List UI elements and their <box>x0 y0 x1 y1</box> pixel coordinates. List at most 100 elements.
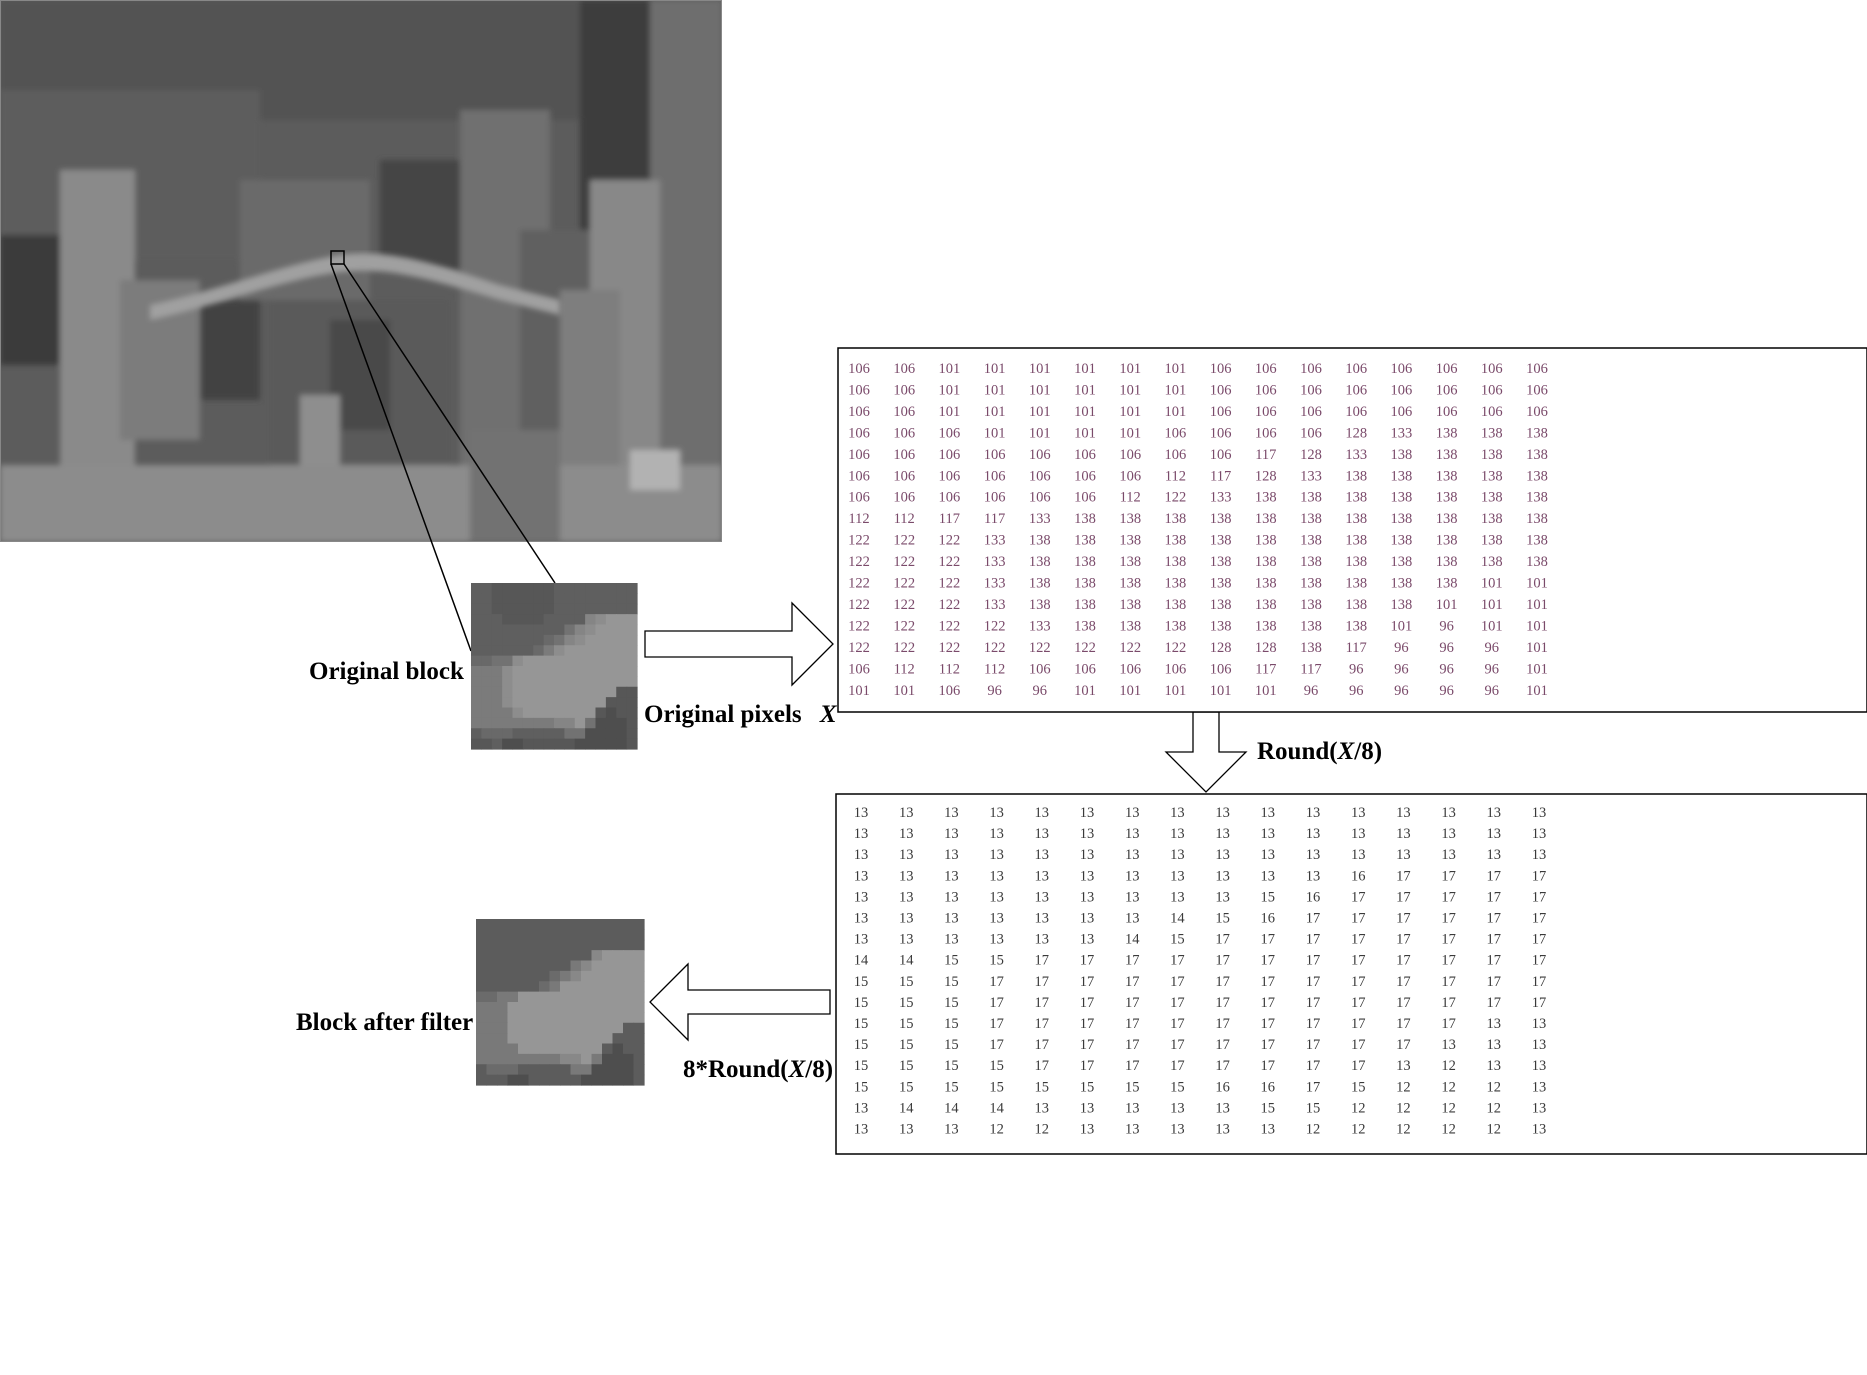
arrow-right <box>644 601 834 687</box>
filtered-block-pixel <box>528 960 540 972</box>
filtered-block-pixel <box>570 960 582 972</box>
original-block-pixel <box>554 728 565 740</box>
filtered-block-pixel <box>560 1033 572 1045</box>
original-pixel-cell: 138 <box>1165 511 1187 527</box>
original-pixel-cell: 106 <box>1165 661 1187 677</box>
rounded-value-cell: 15 <box>1306 1100 1321 1116</box>
filtered-block-pixel <box>507 939 519 951</box>
original-block-pixel <box>595 603 607 615</box>
original-pixel-cell: 122 <box>893 640 915 656</box>
filtered-block-pixel <box>591 919 603 930</box>
rounded-value-cell: 13 <box>1215 868 1230 884</box>
original-block-pixel <box>616 707 628 719</box>
filtered-block-pixel <box>486 929 498 941</box>
original-block-pixel <box>574 676 586 688</box>
original-pixel-cell: 106 <box>939 425 961 441</box>
rounded-value-cell: 17 <box>1080 1016 1095 1032</box>
original-pixel-cell: 138 <box>1119 554 1141 570</box>
original-block-pixel <box>595 707 607 719</box>
filtered-block-pixel <box>591 1002 603 1013</box>
rounded-value-cell: 13 <box>1080 805 1095 821</box>
original-pixel-cell: 101 <box>1481 618 1503 634</box>
original-pixel-cell: 138 <box>1436 490 1458 506</box>
original-pixel-cell: 138 <box>1345 576 1367 592</box>
original-pixel-cell: 106 <box>848 361 870 377</box>
filtered-block-pixel <box>602 1012 614 1024</box>
original-block-pixel <box>471 655 482 667</box>
original-block-pixel <box>543 728 555 740</box>
original-block-pixel <box>533 634 545 646</box>
filtered-block-pixel <box>507 981 519 993</box>
original-pixel-cell: 138 <box>1165 618 1187 634</box>
original-pixel-cell: 101 <box>1074 404 1096 420</box>
original-block-pixel <box>574 697 586 709</box>
filtered-block-pixel <box>507 991 519 1003</box>
original-pixel-cell: 122 <box>848 576 870 592</box>
original-pixel-cell: 133 <box>1391 425 1413 441</box>
original-block-pixel <box>605 634 617 646</box>
rounded-value-cell: 15 <box>1261 1100 1276 1116</box>
original-pixel-cell: 117 <box>1255 661 1276 677</box>
original-block-pixel <box>564 717 576 729</box>
original-pixel-cell: 106 <box>893 404 915 420</box>
original-block-pixel <box>605 738 617 750</box>
rounded-value-cell: 12 <box>1441 1100 1456 1116</box>
original-pixel-cell: 106 <box>939 490 961 506</box>
original-pixel-cell: 112 <box>939 661 960 677</box>
original-block-pixel <box>512 655 524 667</box>
rounded-value-cell: 17 <box>1441 995 1456 1011</box>
rounded-value-cell: 13 <box>1306 826 1321 842</box>
original-block-pixel <box>595 645 607 657</box>
original-block-pixel <box>491 593 503 605</box>
original-pixel-cell: 101 <box>1391 618 1413 634</box>
original-block-pixel <box>543 593 555 605</box>
filtered-block-pixel <box>560 1043 572 1055</box>
original-pixel-cell: 138 <box>1165 554 1187 570</box>
original-pixel-cell: 106 <box>1074 447 1096 463</box>
original-block-pixel <box>481 738 493 750</box>
rounded-value-cell: 13 <box>1441 847 1456 863</box>
rounded-value-cell: 13 <box>1170 889 1185 905</box>
rounded-value-cell: 17 <box>1170 974 1185 990</box>
filtered-block-pixel <box>633 1053 645 1065</box>
original-block-pixel <box>554 634 565 646</box>
filtered-block-pixel <box>507 929 519 941</box>
original-pixel-cell: 106 <box>1210 425 1232 441</box>
filtered-block-pixel <box>581 1074 593 1086</box>
filtered-block-pixel <box>602 1022 614 1034</box>
original-block-pixel <box>543 686 555 698</box>
original-pixel-cell: 106 <box>893 425 915 441</box>
original-block-pixel <box>564 728 576 740</box>
original-block-pixel <box>471 583 482 594</box>
original-block-pixel <box>543 624 555 636</box>
rounded-value-cell: 15 <box>899 995 914 1011</box>
rounded-value-cell: 13 <box>899 911 914 927</box>
original-pixel-cell: 112 <box>1120 490 1141 506</box>
rounded-value-cell: 13 <box>854 889 869 905</box>
original-block-pixel <box>605 603 617 615</box>
rounded-value-cell: 17 <box>1306 1037 1321 1053</box>
depth-map-frame <box>0 0 722 542</box>
original-block-pixel <box>533 614 545 626</box>
filtered-block-pixel <box>602 1074 614 1086</box>
original-pixel-cell: 128 <box>1345 425 1367 441</box>
original-block-pixel <box>585 666 597 677</box>
original-block-pixel <box>554 676 565 688</box>
filtered-block-pixel <box>633 1074 645 1086</box>
original-block-pixel <box>512 634 524 646</box>
original-pixel-cell: 106 <box>939 683 961 699</box>
filtered-block-pixel <box>623 970 635 982</box>
rounded-value-cell: 12 <box>1396 1100 1411 1116</box>
original-pixel-cell: 101 <box>1526 576 1548 592</box>
filtered-block-pixel <box>539 1022 551 1034</box>
filtered-block-pixel <box>560 950 572 962</box>
original-pixel-cell: 138 <box>1300 490 1322 506</box>
rounded-value-cell: 12 <box>1035 1122 1050 1138</box>
rounded-value-cell: 13 <box>1396 805 1411 821</box>
rounded-value-cell: 13 <box>854 826 869 842</box>
original-pixel-cell: 96 <box>1394 640 1409 656</box>
original-block-pixel <box>512 603 524 615</box>
filtered-block-pixel <box>518 970 530 982</box>
original-block-pixel <box>533 738 545 750</box>
